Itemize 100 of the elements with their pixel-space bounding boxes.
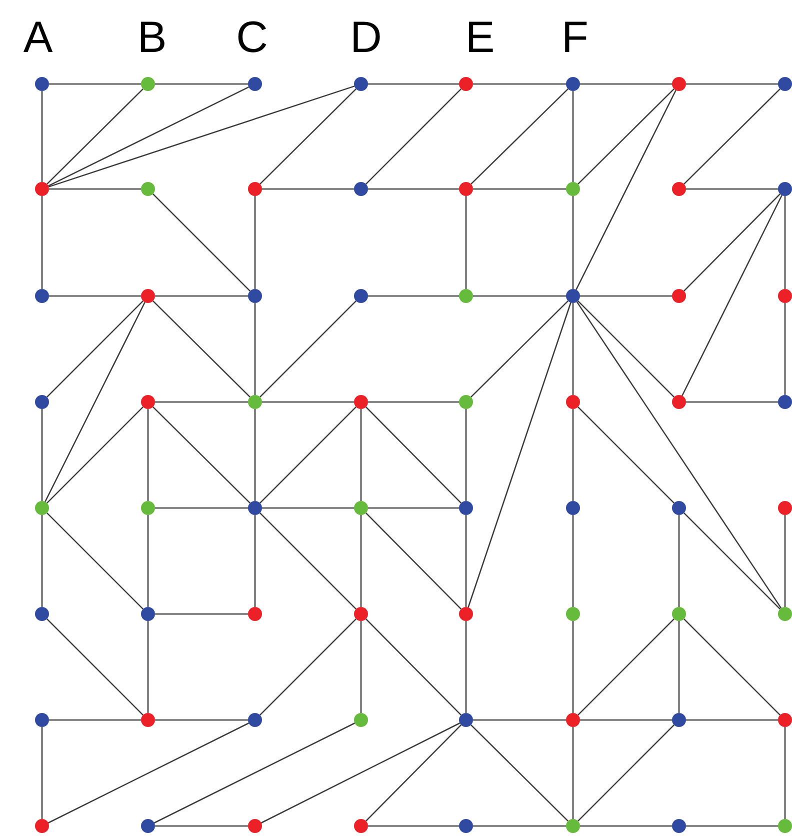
connector-line <box>260 88 356 185</box>
connector-line <box>260 618 356 716</box>
connector-line <box>147 621 149 713</box>
connector-line <box>49 188 141 190</box>
connector-line <box>572 196 574 289</box>
connector-line <box>473 719 566 721</box>
node-dot <box>354 501 368 515</box>
connector-line <box>46 406 144 504</box>
connector-line <box>470 88 568 185</box>
node-dot <box>35 77 49 91</box>
connector-line <box>41 409 43 501</box>
connector-line <box>49 83 141 85</box>
connector-line <box>44 302 146 502</box>
node-dot <box>248 395 262 409</box>
connector-line <box>262 507 354 509</box>
node-dot <box>141 182 155 196</box>
node-dot <box>778 607 792 621</box>
connector-line <box>147 409 149 501</box>
connector-line <box>682 194 782 396</box>
connector-line <box>784 515 786 607</box>
node-dot <box>141 819 155 833</box>
node-dot <box>354 289 368 303</box>
column-label: D <box>350 16 382 60</box>
connector-line <box>784 303 786 395</box>
connector-line <box>155 613 248 615</box>
connector-line <box>260 512 356 610</box>
connector-line <box>468 302 572 608</box>
connector-line <box>254 196 256 289</box>
connector-line <box>578 406 674 504</box>
connector-line <box>465 515 467 607</box>
node-dot <box>778 713 792 727</box>
node-dot <box>35 395 49 409</box>
connector-line <box>260 406 356 504</box>
connector-line <box>155 83 248 85</box>
connector-line <box>683 194 781 292</box>
connector-line <box>368 825 459 827</box>
node-dot <box>354 395 368 409</box>
node-dot <box>248 182 262 196</box>
connector-line <box>49 719 141 721</box>
connector-line <box>48 86 249 186</box>
connector-line <box>578 88 674 185</box>
connector-line <box>155 719 248 721</box>
connector-line <box>260 722 460 824</box>
node-dot <box>459 395 473 409</box>
node-dot <box>459 289 473 303</box>
node-dot <box>354 713 368 727</box>
connector-line <box>260 300 356 398</box>
node-dot <box>35 501 49 515</box>
node-dot <box>778 395 792 409</box>
node-dot <box>459 607 473 621</box>
node-dot <box>566 819 580 833</box>
node-dot <box>248 607 262 621</box>
node-dot <box>248 289 262 303</box>
connector-line <box>46 300 144 398</box>
node-dot <box>672 395 686 409</box>
node-dot <box>354 819 368 833</box>
node-dot <box>566 501 580 515</box>
column-label: C <box>236 16 268 60</box>
node-dot <box>248 819 262 833</box>
connector-line <box>465 621 467 713</box>
connector-line <box>368 188 459 190</box>
connector-line <box>576 301 782 609</box>
connector-line <box>678 515 680 607</box>
connector-line <box>155 401 248 403</box>
connector-line <box>784 727 786 819</box>
connector-line <box>572 91 574 182</box>
connector-line <box>41 727 43 819</box>
connector-line <box>578 724 674 822</box>
node-dot <box>141 713 155 727</box>
connector-line <box>572 515 574 607</box>
connector-line <box>473 83 566 85</box>
connector-line <box>684 88 780 185</box>
node-dot <box>672 713 686 727</box>
connector-line <box>365 618 462 716</box>
node-dot <box>566 182 580 196</box>
connector-line <box>470 724 568 822</box>
node-dot <box>566 289 580 303</box>
connector-line <box>365 406 462 504</box>
connector-line <box>254 303 256 395</box>
node-dot <box>566 77 580 91</box>
node-dot <box>35 819 49 833</box>
connector-line <box>152 300 250 398</box>
connector-line <box>48 722 250 824</box>
node-dot <box>566 607 580 621</box>
node-dot <box>141 395 155 409</box>
connector-line <box>155 825 248 827</box>
connector-line <box>368 401 459 403</box>
node-dot <box>459 713 473 727</box>
connector-line <box>686 401 778 403</box>
connector-line <box>580 825 672 827</box>
connector-line <box>473 188 566 190</box>
connector-line <box>48 86 355 188</box>
node-dot <box>35 607 49 621</box>
connector-line <box>473 825 566 827</box>
connector-line <box>678 621 680 713</box>
node-dot <box>672 501 686 515</box>
connector-line <box>368 295 459 297</box>
connector-line <box>365 512 462 610</box>
connector-line <box>46 512 144 610</box>
node-dot <box>672 182 686 196</box>
